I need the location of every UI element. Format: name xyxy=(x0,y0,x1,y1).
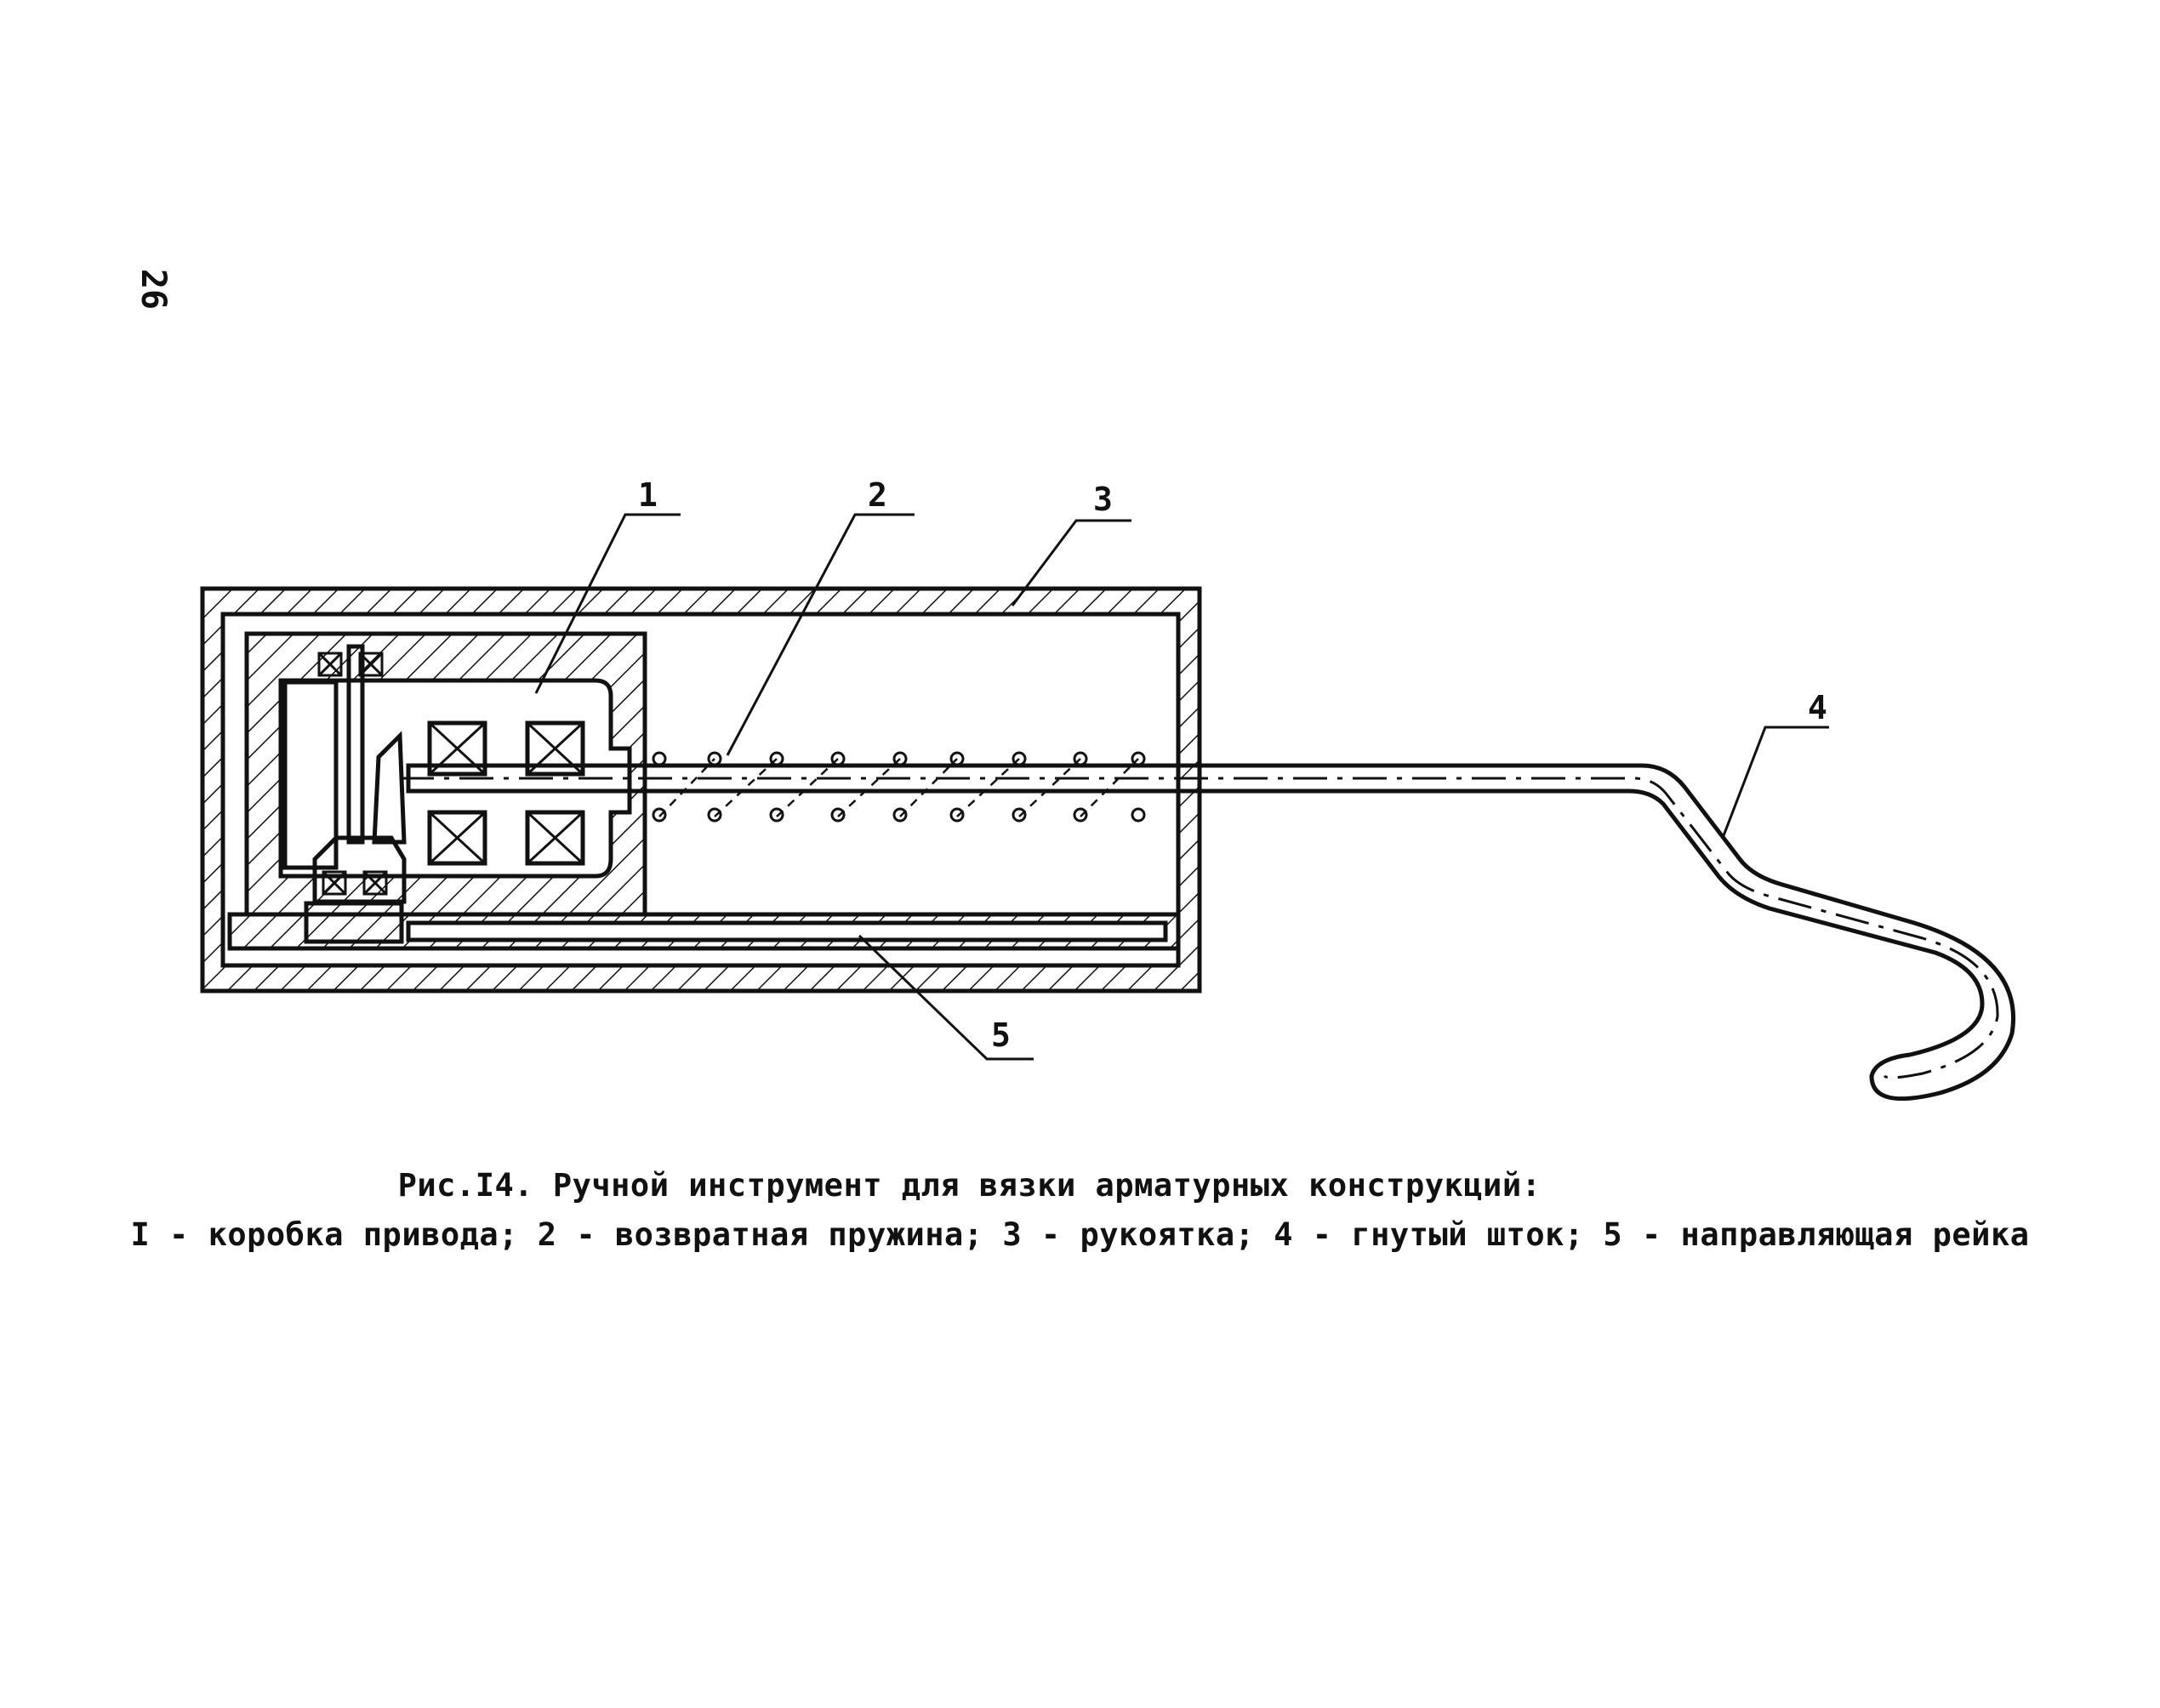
leader-line-1 xyxy=(534,513,681,694)
figure-caption: Рис.I4. Ручной инструмент для вязки арма… xyxy=(0,1161,2160,1260)
callout-1: 1 xyxy=(638,476,658,514)
caption-title: Рис.I4. Ручной инструмент для вязки арма… xyxy=(397,1167,1542,1204)
leader-line-5 xyxy=(858,934,1034,1061)
leader-line-2 xyxy=(726,513,915,756)
drive-box xyxy=(244,631,647,944)
leader-line-4 xyxy=(1721,726,1829,839)
guide-rail xyxy=(227,912,1181,951)
bent-rod xyxy=(400,763,2015,1102)
leader-line-3 xyxy=(1011,519,1131,606)
callouts: 1 2 3 4 5 xyxy=(534,476,1829,1061)
caption-legend: I - коробка привода; 2 - возвратная пруж… xyxy=(130,1216,2030,1253)
callout-4: 4 xyxy=(1808,689,1827,726)
handle-housing xyxy=(200,586,1202,993)
return-spring xyxy=(652,751,1148,823)
callout-3: 3 xyxy=(1093,481,1113,518)
callout-5: 5 xyxy=(991,1016,1011,1054)
callout-2: 2 xyxy=(868,476,887,514)
